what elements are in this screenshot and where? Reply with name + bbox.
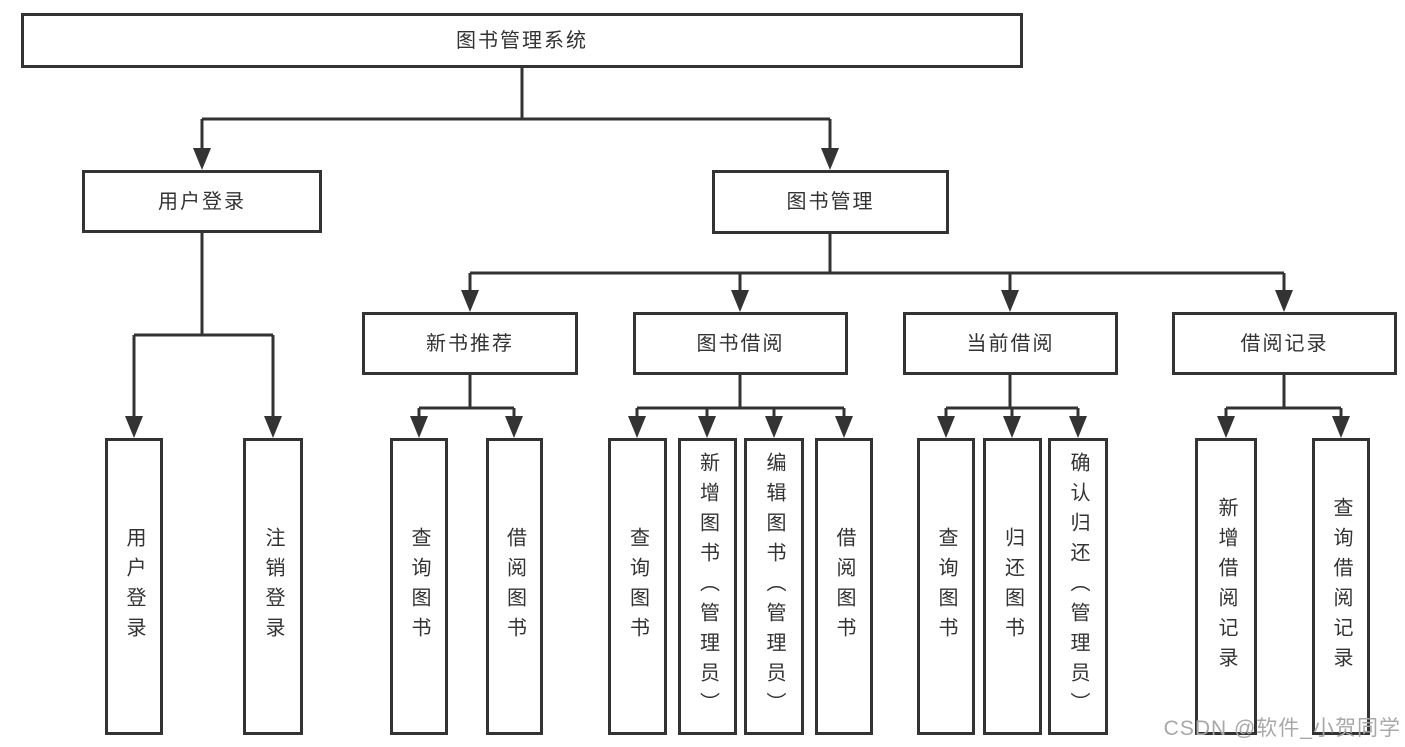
connector-current-borrowing [937, 375, 1087, 438]
leaf-nbr-query-books: 查询图书 [390, 438, 448, 735]
arrowhead [125, 416, 143, 438]
leaf-bb-borrow-books: 借阅图书 [815, 438, 873, 735]
node-label: 新书推荐 [426, 332, 514, 355]
arrowhead [505, 416, 523, 438]
leaf-label: 新增借阅记录 [1215, 496, 1237, 677]
connector-new-book-recommend [410, 375, 523, 438]
connector-root [193, 68, 839, 170]
leaf-br-add-record: 新增借阅记录 [1195, 438, 1257, 735]
arrowhead [264, 416, 282, 438]
leaf-label: 查询图书 [935, 526, 957, 647]
leaf-bb-edit-book-admin: 编辑图书（管理员） [744, 438, 804, 735]
arrowhead [1003, 416, 1021, 438]
leaf-cb-confirm-return-admin: 确认归还（管理员） [1048, 438, 1108, 735]
leaf-bb-query-books: 查询图书 [608, 438, 667, 735]
arrowhead [835, 416, 853, 438]
leaf-label: 注销登录 [262, 526, 284, 647]
node-root: 图书管理系统 [21, 13, 1023, 68]
arrowhead [765, 416, 783, 438]
arrowhead [628, 416, 646, 438]
leaf-label: 查询图书 [408, 526, 430, 647]
arrowhead [698, 416, 716, 438]
node-label: 用户登录 [158, 190, 246, 213]
arrowhead [731, 290, 749, 312]
leaf-label: 用户登录 [123, 526, 145, 647]
arrowhead [1275, 290, 1293, 312]
node-label: 借阅记录 [1240, 332, 1329, 355]
leaf-label: 归还图书 [1001, 526, 1024, 647]
node-user-login: 用户登录 [82, 170, 322, 233]
node-book-borrowing: 图书借阅 [633, 312, 848, 375]
node-root-label: 图书管理系统 [456, 29, 588, 52]
leaf-bb-add-book-admin: 新增图书（管理员） [678, 438, 737, 735]
node-book-management: 图书管理 [712, 170, 949, 234]
leaf-label: 查询图书 [626, 526, 649, 647]
node-borrow-records: 借阅记录 [1172, 312, 1397, 375]
node-new-book-recommend: 新书推荐 [362, 312, 578, 375]
connector-user-login [125, 233, 282, 438]
arrowhead [1069, 416, 1087, 438]
node-label: 图书借阅 [696, 332, 785, 355]
node-current-borrowing: 当前借阅 [903, 312, 1118, 375]
leaf-label: 新增图书（管理员） [696, 451, 719, 722]
arrowhead [821, 148, 839, 170]
node-label: 当前借阅 [966, 332, 1055, 355]
arrowhead [1001, 290, 1019, 312]
leaf-user-login: 用户登录 [105, 438, 163, 735]
leaf-label: 确认归还（管理员） [1067, 451, 1089, 722]
connector-book-management [461, 234, 1293, 312]
arrowhead [461, 290, 479, 312]
leaf-cb-query-books: 查询图书 [917, 438, 975, 735]
leaf-label: 借阅图书 [833, 526, 855, 647]
arrowhead [937, 416, 955, 438]
node-label: 图书管理 [786, 191, 875, 213]
leaf-label: 查询借阅记录 [1330, 496, 1352, 677]
arrowhead [1332, 416, 1350, 438]
leaf-label: 编辑图书（管理员） [763, 451, 785, 722]
leaf-cb-return-books: 归还图书 [983, 438, 1042, 735]
arrowhead [193, 148, 211, 170]
connector-borrow-records [1217, 375, 1350, 438]
leaf-nbr-borrow-books: 借阅图书 [486, 438, 543, 735]
leaf-br-query-record: 查询借阅记录 [1312, 438, 1370, 735]
connector-book-borrowing [628, 375, 853, 438]
arrowhead [410, 416, 428, 438]
leaf-logout: 注销登录 [243, 438, 303, 735]
arrowhead [1217, 416, 1235, 438]
watermark: CSDN @软件_小贺同学 [1163, 717, 1401, 740]
leaf-label: 借阅图书 [503, 526, 526, 647]
